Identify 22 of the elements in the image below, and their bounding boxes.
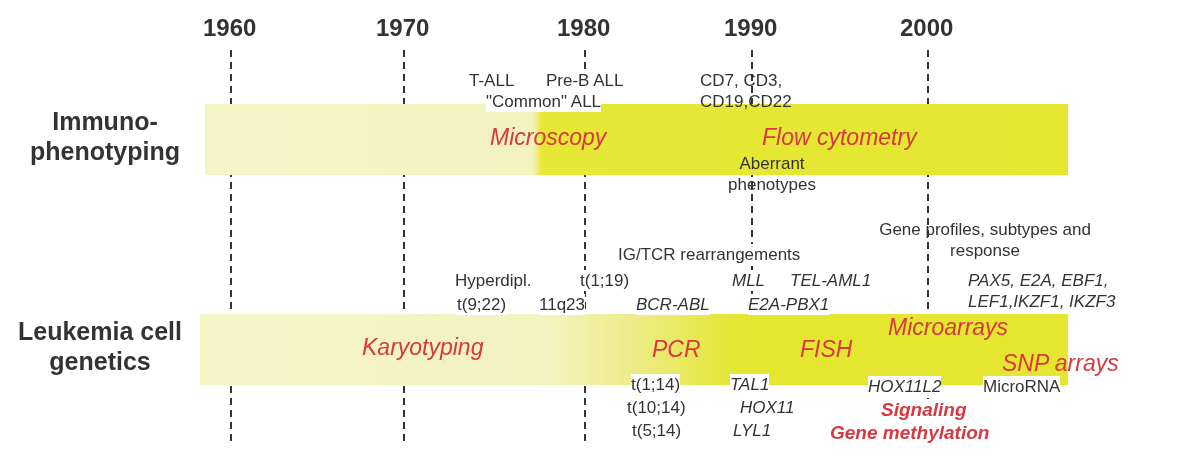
technique-label: Flow cytometry <box>762 124 917 151</box>
annotation-text: HOX11 <box>740 397 795 418</box>
annotation-text: IG/TCR rearrangements <box>618 244 801 265</box>
annotation-text: Gene methylation <box>830 422 990 443</box>
annotation-text: 11q23 <box>539 294 585 315</box>
annotation-text: t(1;19) <box>580 270 630 291</box>
annotation-text: LYL1 <box>733 420 772 441</box>
annotation-text: E2A-PBX1 <box>748 294 830 315</box>
annotation-text: PAX5, E2A, EBF1, LEF1,IKZF1, IKZF3 <box>968 270 1117 312</box>
annotation-text: Signaling <box>881 399 967 420</box>
technique-label: Microarrays <box>888 314 1009 341</box>
annotation-text: Gene profiles, subtypes and response <box>878 219 1092 261</box>
technique-label: PCR <box>652 336 701 363</box>
annotation-text: "Common" ALL <box>486 91 602 112</box>
annotation-text: TAL1 <box>730 374 770 395</box>
technique-label: Karyotyping <box>362 334 484 361</box>
technique-label: FISH <box>800 336 853 363</box>
annotation-text: MLL <box>732 270 766 291</box>
row-heading: Leukemia cell genetics <box>17 316 183 376</box>
annotation-text: t(1;14) <box>631 374 681 395</box>
row-heading: Immuno- phenotyping <box>29 106 181 166</box>
annotation-text: Aberrant phenotypes <box>727 153 817 195</box>
